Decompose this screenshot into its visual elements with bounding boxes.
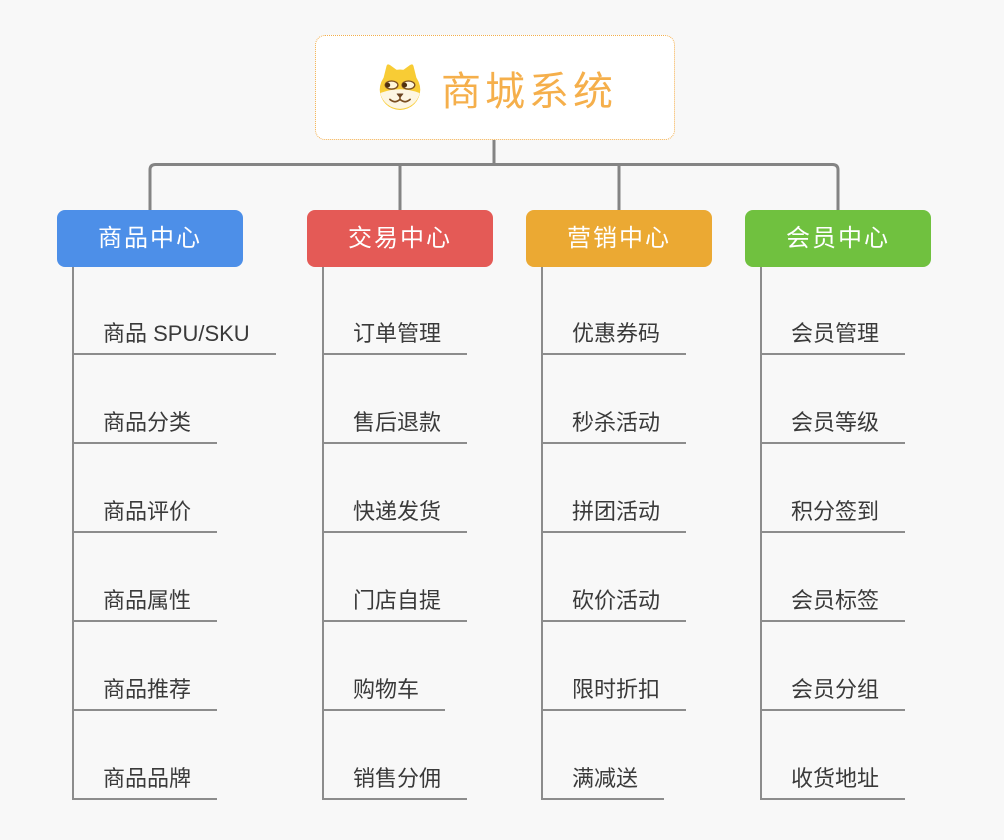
- leaf-node[interactable]: 积分签到: [760, 498, 906, 533]
- root-node[interactable]: 商城系统: [315, 35, 675, 140]
- leaf-node[interactable]: 收货地址: [760, 765, 906, 800]
- leaf-node[interactable]: 会员分组: [760, 676, 906, 711]
- branch-children-member-center: 会员管理 会员等级 积分签到 会员标签 会员分组 收货地址: [760, 267, 1000, 802]
- leaf-node[interactable]: 会员等级: [760, 409, 906, 444]
- branch-vertical-line: [541, 267, 543, 800]
- branch-node-trade-center[interactable]: 交易中心: [307, 210, 493, 267]
- leaf-node[interactable]: 会员管理: [760, 320, 906, 355]
- leaf-node[interactable]: 砍价活动: [541, 587, 687, 622]
- leaf-node[interactable]: 商品推荐: [72, 676, 218, 711]
- leaf-node[interactable]: 商品品牌: [72, 765, 218, 800]
- leaf-node[interactable]: 商品 SPU/SKU: [72, 320, 276, 355]
- branch-vertical-line: [760, 267, 762, 800]
- branch-vertical-line: [322, 267, 324, 800]
- bus-line: [148, 163, 840, 213]
- branch-children-trade-center: 订单管理 售后退款 快递发货 门店自提 购物车 销售分佣: [322, 267, 562, 802]
- leaf-node[interactable]: 销售分佣: [322, 765, 468, 800]
- leaf-node[interactable]: 会员标签: [760, 587, 906, 622]
- leaf-node[interactable]: 优惠券码: [541, 320, 687, 355]
- leaf-node[interactable]: 商品分类: [72, 409, 218, 444]
- leaf-node[interactable]: 商品评价: [72, 498, 218, 533]
- leaf-node[interactable]: 订单管理: [322, 320, 468, 355]
- leaf-node[interactable]: 快递发货: [322, 498, 468, 533]
- leaf-node[interactable]: 商品属性: [72, 587, 218, 622]
- leaf-node[interactable]: 门店自提: [322, 587, 468, 622]
- branch-children-product-center: 商品 SPU/SKU 商品分类 商品评价 商品属性 商品推荐 商品品牌: [72, 267, 312, 802]
- branch-node-product-center[interactable]: 商品中心: [57, 210, 243, 267]
- leaf-node[interactable]: 拼团活动: [541, 498, 687, 533]
- dog-face-icon: [379, 63, 421, 110]
- branch-vertical-line: [72, 267, 74, 800]
- branch-node-member-center[interactable]: 会员中心: [745, 210, 931, 267]
- leaf-node[interactable]: 满减送: [541, 765, 665, 800]
- branch-children-marketing-center: 优惠券码 秒杀活动 拼团活动 砍价活动 限时折扣 满减送: [541, 267, 781, 802]
- root-title: 商城系统: [441, 69, 617, 114]
- leaf-node[interactable]: 售后退款: [322, 409, 468, 444]
- leaf-node[interactable]: 购物车: [322, 676, 446, 711]
- leaf-node[interactable]: 限时折扣: [541, 676, 687, 711]
- leaf-node[interactable]: 秒杀活动: [541, 409, 687, 444]
- branch-node-marketing-center[interactable]: 营销中心: [526, 210, 712, 267]
